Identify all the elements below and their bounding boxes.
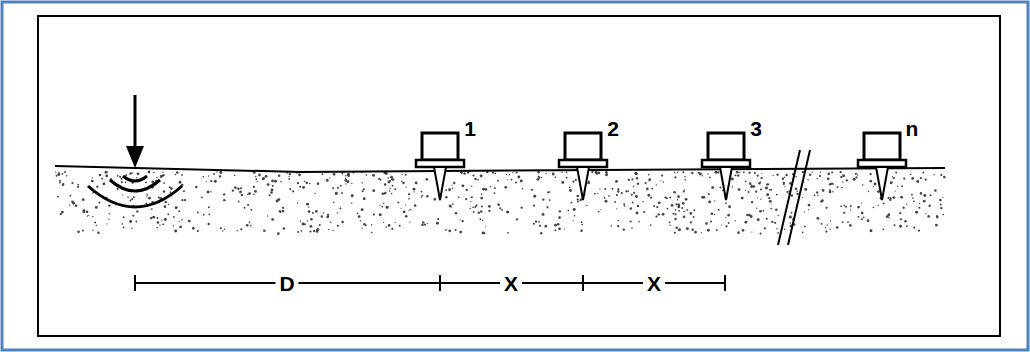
geophones xyxy=(416,133,906,200)
dimension-label: X xyxy=(643,273,665,294)
seismic-waves xyxy=(88,176,182,207)
inner-frame xyxy=(38,16,1000,336)
dimension-label: D xyxy=(275,273,298,294)
source-arrow xyxy=(126,95,144,168)
break-marks xyxy=(778,150,810,245)
geophone-number: 3 xyxy=(750,118,762,139)
ground-surface xyxy=(55,166,945,172)
geophone-number: 1 xyxy=(464,118,476,139)
soil-texture xyxy=(55,171,946,235)
dimension-label: X xyxy=(500,273,522,294)
geophone-number: n xyxy=(906,118,919,139)
dimension-line xyxy=(135,275,725,291)
geophone-number: 2 xyxy=(607,118,619,139)
